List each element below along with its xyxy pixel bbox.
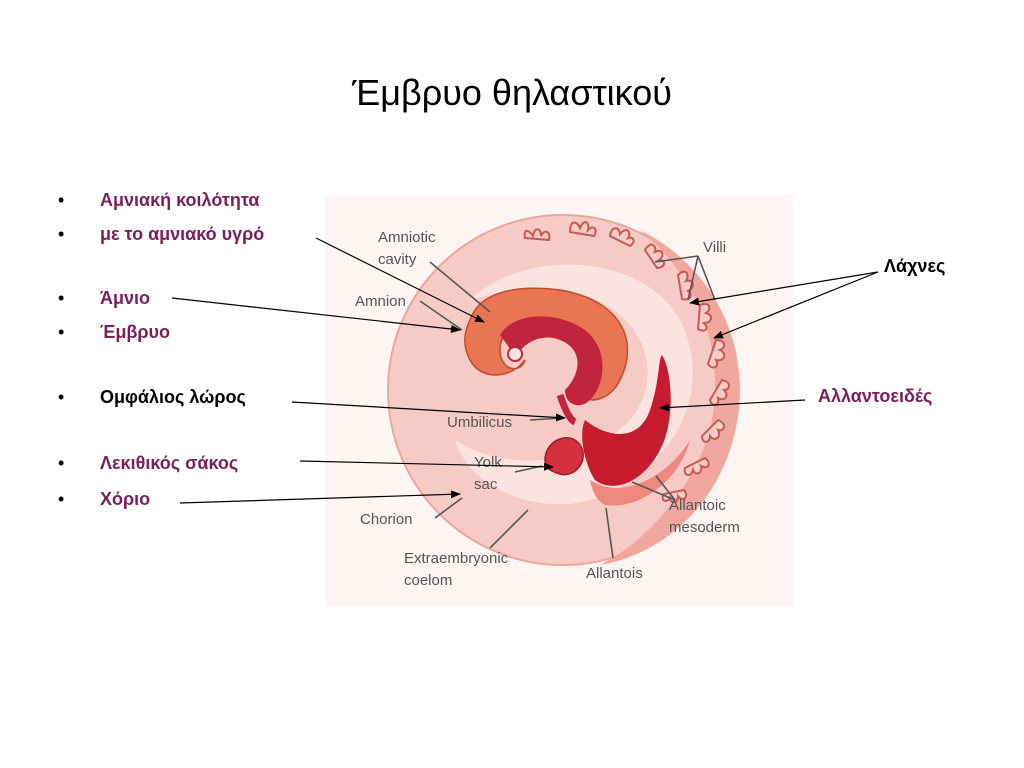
bullet-text: Ομφάλιος λώρος — [100, 387, 246, 407]
label-extraembryonic-2: coelom — [404, 572, 452, 589]
bullet-dot: • — [58, 387, 65, 407]
arrow-allantoid — [659, 399, 806, 412]
allantoic-mesoderm-shape — [590, 440, 690, 506]
arrow-umbilical-cord — [291, 401, 566, 422]
bullet-dot: • — [58, 453, 65, 473]
label-amniotic-cavity-1: Amniotic — [378, 229, 436, 246]
bullet-amniotic-fluid: • με το αμνιακό υγρό — [58, 224, 264, 245]
villi-greek-label: Λάχνες — [884, 256, 946, 276]
label-extraembryonic-1: Extraembryonic — [404, 550, 509, 567]
bullet-text: Έμβρυο — [100, 322, 170, 342]
label-yolk-2: sac — [474, 476, 498, 493]
arrow-chorion — [179, 490, 461, 504]
label-allantois: Allantois — [586, 565, 643, 582]
figure-leader-lines — [419, 255, 716, 559]
bullet-text: Άμνιο — [100, 288, 151, 308]
allantois-shape — [582, 355, 671, 486]
embryo-loop — [507, 346, 523, 362]
bullet-text: Λεκιθικός σάκος — [100, 453, 239, 473]
label-chorion: Chorion — [360, 511, 413, 528]
bullet-text: Χόριο — [100, 489, 151, 509]
label-umbilicus: Umbilicus — [447, 414, 512, 431]
allantoid-greek-label: Αλλαντοειδές — [818, 386, 933, 406]
arrow-villi-1 — [689, 271, 879, 306]
label-yolk-1: Yolk — [474, 454, 502, 471]
bullet-dot: • — [58, 322, 65, 342]
bullet-dot: • — [58, 190, 65, 210]
label-allantoic-mesoderm-2: mesoderm — [669, 519, 740, 536]
label-amniotic-cavity-2: cavity — [378, 251, 417, 268]
arrow-amnion — [171, 297, 461, 333]
bullet-text: Αμνιακή κοιλότητα — [100, 190, 260, 210]
arrow-villi-2 — [713, 271, 879, 339]
bullet-dot: • — [58, 489, 65, 509]
arrow-amniotic-cavity — [315, 237, 485, 323]
label-villi: Villi — [703, 239, 726, 256]
slide-title: Έμβρυο θηλαστικού — [352, 72, 672, 113]
annotation-arrows — [171, 237, 879, 504]
embryo-body — [500, 316, 603, 406]
bullet-dot: • — [58, 288, 65, 308]
label-allantoic-mesoderm-1: Allantoic — [669, 497, 726, 514]
bullet-embryo: • Έμβρυο — [58, 322, 170, 343]
bullet-chorion: • Χόριο — [58, 489, 150, 510]
arrow-yolk-sac — [299, 460, 554, 471]
bullet-text: με το αμνιακό υγρό — [100, 224, 265, 244]
bullet-umbilical-cord: • Ομφάλιος λώρος — [58, 387, 246, 408]
bullet-dot: • — [58, 224, 65, 244]
umbilicus-stalk — [556, 393, 577, 426]
bullet-amniotic-cavity: • Αμνιακή κοιλότητα — [58, 190, 259, 211]
bullet-yolk-sac: • Λεκιθικός σάκος — [58, 453, 238, 474]
bullet-amnion: • Άμνιο — [58, 288, 150, 309]
label-amnion: Amnion — [355, 293, 406, 310]
